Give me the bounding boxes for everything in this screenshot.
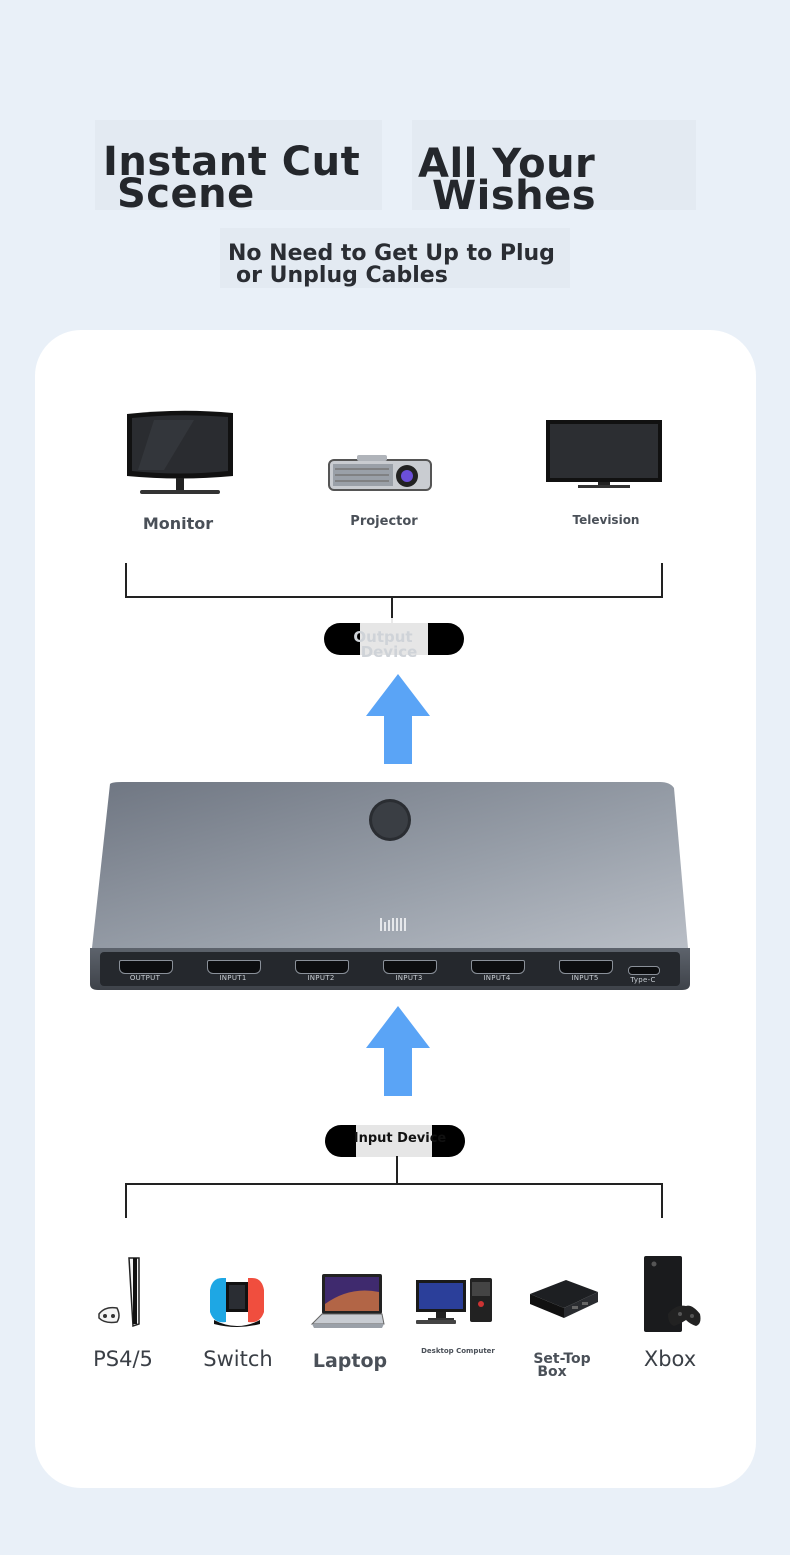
input-pill-center (356, 1120, 432, 1162)
nintendo-switch-icon (210, 1278, 264, 1327)
settop-label-line1: Set-Top (533, 1351, 591, 1367)
output-bracket-bottom (125, 596, 663, 598)
port-input4 (471, 960, 525, 974)
playstation-icon (98, 1257, 140, 1328)
laptop-icon (310, 1274, 385, 1328)
projector-label: Projector (350, 514, 418, 529)
port-output (119, 960, 173, 974)
set-top-box-icon (530, 1280, 598, 1318)
arrow-up-icon (366, 674, 430, 764)
xbox-icon (644, 1256, 701, 1332)
projector-icon (328, 455, 432, 491)
subtitle-bg (220, 228, 570, 288)
television-icon (546, 420, 662, 488)
output-pill-line2: Device (360, 643, 418, 661)
subtitle-line1: No Need to Get Up to Plug (228, 241, 555, 266)
output-bracket-stem (391, 596, 393, 626)
title-left-line2: Scene (117, 171, 255, 217)
switch-label: Switch (203, 1347, 273, 1371)
laptop-label: Laptop (312, 1350, 388, 1372)
television-label: Television (572, 513, 640, 527)
output-bracket-left (125, 563, 127, 598)
port-label-input3: INPUT3 (395, 974, 423, 982)
port-typec (628, 966, 660, 975)
title-right-line2: Wishes (432, 173, 597, 219)
port-label-output: OUTPUT (129, 974, 161, 982)
port-input3 (383, 960, 437, 974)
port-input2 (295, 960, 349, 974)
input-pill-label: Input Device (353, 1131, 447, 1146)
port-label-input2: INPUT2 (307, 974, 335, 982)
port-label-input4: INPUT4 (483, 974, 511, 982)
subtitle-line2: or Unplug Cables (236, 263, 448, 288)
title-left-line1: Instant Cut (103, 139, 361, 185)
output-pill-center (360, 618, 428, 662)
input-bracket-top (125, 1183, 663, 1185)
settop-label-line2: Box (537, 1364, 567, 1380)
monitor-label: Monitor (142, 514, 214, 533)
port-input5 (559, 960, 613, 974)
port-label-input5: INPUT5 (571, 974, 599, 982)
port-input1 (207, 960, 261, 974)
xbox-label: Xbox (643, 1347, 697, 1371)
hdmi-switch-device (90, 782, 690, 990)
monitor-icon (127, 410, 233, 494)
arrow-up-icon (366, 1006, 430, 1096)
desktop-computer-icon (416, 1278, 492, 1324)
header-left-bg (95, 120, 382, 210)
desktop-label: Desktop Computer (421, 1347, 495, 1355)
output-pill-line1: Output (353, 628, 413, 646)
input-bracket-stem (396, 1156, 398, 1184)
input-bracket-right (661, 1183, 663, 1218)
output-bracket-right (661, 563, 663, 598)
input-bracket-left (125, 1183, 127, 1218)
ps-label: PS4/5 (93, 1347, 153, 1371)
port-label-input1: INPUT1 (219, 974, 247, 982)
header-right-bg (412, 120, 696, 210)
port-label-typec: Type-C (630, 976, 656, 984)
title-right-line1: All Your (418, 141, 596, 187)
